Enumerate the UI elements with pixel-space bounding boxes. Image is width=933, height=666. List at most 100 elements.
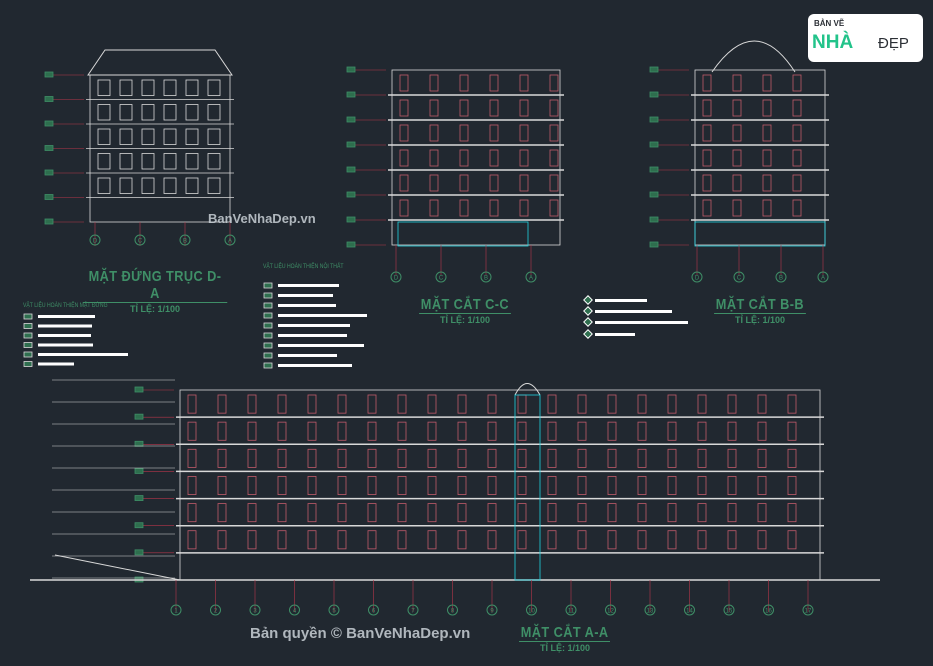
window xyxy=(757,448,767,468)
window xyxy=(489,174,499,192)
window xyxy=(429,174,439,192)
window xyxy=(787,530,797,550)
window xyxy=(519,74,529,92)
level-marker xyxy=(346,191,356,198)
grid-bubble xyxy=(447,604,458,616)
window xyxy=(792,124,802,142)
scale-text: TỈ LỆ: 1/100 xyxy=(439,315,491,325)
window xyxy=(792,199,802,217)
window xyxy=(187,503,197,523)
window xyxy=(97,79,111,96)
window xyxy=(399,124,409,142)
legend-swatch xyxy=(263,302,273,309)
window xyxy=(487,503,497,523)
window xyxy=(787,503,797,523)
legend-swatch xyxy=(23,342,33,348)
window xyxy=(367,448,377,468)
grid-bubble-label: 17 xyxy=(805,609,812,615)
level-marker xyxy=(346,166,356,173)
window xyxy=(487,421,497,441)
window xyxy=(459,124,469,142)
window xyxy=(732,174,742,192)
window xyxy=(457,530,467,550)
grid-bubble xyxy=(134,234,146,246)
level-marker xyxy=(346,141,356,148)
window xyxy=(792,74,802,92)
window xyxy=(217,421,227,441)
section-aa-title: MẶT CẮT A-A TỈ LỆ: 1/100 xyxy=(500,624,630,654)
window xyxy=(549,174,559,192)
window xyxy=(459,99,469,117)
window xyxy=(187,448,197,468)
window xyxy=(637,421,647,441)
section-cc-title: MẶT CẮT C-C TỈ LỆ: 1/100 xyxy=(400,296,530,326)
window xyxy=(727,394,737,414)
window xyxy=(489,99,499,117)
window xyxy=(337,476,347,495)
window xyxy=(489,149,499,167)
window xyxy=(187,476,197,495)
window xyxy=(519,199,529,217)
window xyxy=(577,530,587,550)
window xyxy=(757,476,767,495)
legend-line xyxy=(278,354,337,357)
grid-bubble-label: 15 xyxy=(726,609,733,615)
title-text: MẶT ĐỨNG TRỤC D-A xyxy=(82,268,228,303)
window xyxy=(457,421,467,441)
roof xyxy=(87,49,233,76)
window xyxy=(549,199,559,217)
window xyxy=(487,476,497,495)
window xyxy=(207,79,221,96)
legend-swatch xyxy=(23,313,33,320)
window xyxy=(607,394,617,414)
basement xyxy=(694,221,826,247)
window xyxy=(427,476,437,495)
window xyxy=(757,421,767,441)
level-marker xyxy=(134,549,144,556)
legend-swatch xyxy=(263,322,273,329)
window xyxy=(517,394,527,414)
grid-bubble-label: 16 xyxy=(765,609,772,615)
window xyxy=(667,394,677,414)
window xyxy=(702,124,712,142)
grid-bubble-label: 13 xyxy=(647,609,654,615)
window xyxy=(367,421,377,441)
level-marker xyxy=(649,166,659,173)
level-marker xyxy=(649,191,659,198)
window xyxy=(163,79,177,96)
legend-line xyxy=(595,310,672,313)
window xyxy=(667,476,677,495)
window xyxy=(119,153,133,170)
window xyxy=(119,128,133,145)
dome xyxy=(711,40,796,73)
window xyxy=(607,530,617,550)
window xyxy=(459,199,469,217)
window xyxy=(397,476,407,495)
window xyxy=(119,104,133,121)
window xyxy=(459,149,469,167)
legend-diamond xyxy=(583,295,593,305)
window xyxy=(637,394,647,414)
grid-bubble xyxy=(525,271,537,283)
window xyxy=(97,177,111,194)
window xyxy=(457,503,467,523)
window xyxy=(607,421,617,441)
grid-bubble-label: A xyxy=(821,276,825,282)
level-marker xyxy=(649,216,659,223)
window xyxy=(185,153,199,170)
grid-bubble-label: 3 xyxy=(253,609,257,615)
level-marker xyxy=(649,116,659,123)
window xyxy=(577,394,587,414)
window xyxy=(577,503,587,523)
level-marker xyxy=(649,91,659,98)
window xyxy=(399,199,409,217)
window xyxy=(163,128,177,145)
level-marker xyxy=(44,120,54,127)
grid-bubble-label: 7 xyxy=(411,609,415,615)
window xyxy=(277,394,287,414)
grid-bubble xyxy=(644,604,656,616)
window xyxy=(97,128,111,145)
grid-bubble-label: B xyxy=(183,239,187,245)
legend-swatch xyxy=(263,342,273,349)
grid-bubble-label: A xyxy=(529,276,533,282)
